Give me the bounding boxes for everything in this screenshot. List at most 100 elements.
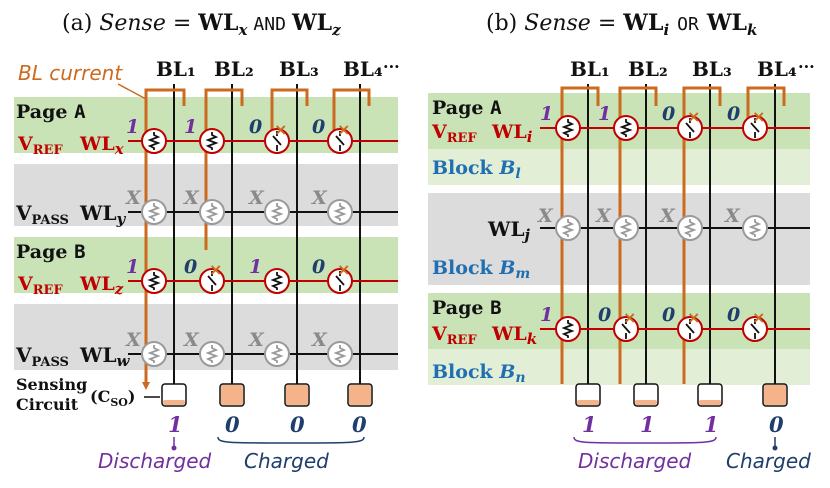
sense-amp-charge	[635, 400, 657, 405]
charged-label-b: Charged	[726, 449, 811, 473]
cell-b-i-4: ×0	[727, 103, 768, 141]
cell-a-x-1: 1	[126, 116, 167, 154]
wl-x-label: WLx	[79, 133, 125, 158]
resistor-icon	[270, 345, 284, 363]
vref-label-z: VREF	[17, 273, 63, 298]
discharged-dot	[171, 445, 177, 451]
cell-bit: 0	[249, 116, 262, 138]
cell-bit: X	[183, 187, 200, 209]
circuit-label: Circuit	[16, 395, 79, 414]
cell-a-w-4: X	[311, 329, 353, 367]
bitline-ellipsis-b: ···	[798, 57, 815, 76]
page-b-label: Page B	[16, 241, 86, 263]
cell-bit: 0	[312, 116, 325, 138]
vpass-label-w: VPASS	[15, 343, 69, 370]
wl-w-label: WLw	[79, 343, 131, 370]
switch-icon	[685, 122, 695, 133]
resistor-icon	[147, 345, 161, 363]
switch-icon	[335, 275, 345, 286]
charged-dot	[772, 445, 778, 451]
page-a-label-b: Page A	[432, 97, 502, 119]
switch-icon	[750, 122, 760, 133]
bitline-label-3: BL₃	[279, 57, 319, 81]
resistor-icon	[333, 203, 347, 221]
resistor-icon	[561, 219, 575, 237]
cell-a-y-1: X	[125, 187, 167, 225]
bitline-label-b1: BL₁	[570, 57, 610, 81]
output-a-3: 0	[290, 412, 305, 437]
cell-bit: X	[248, 329, 265, 351]
output-b-1: 1	[582, 412, 597, 437]
cell-a-y-4: X	[311, 187, 353, 225]
vpass-label-y: VPASS	[15, 201, 69, 228]
block-x-icon: ×	[752, 107, 765, 126]
block-l-label: Block Bl	[432, 157, 521, 182]
cell-a-y-2: X	[183, 187, 225, 225]
resistor-icon	[205, 345, 219, 363]
output-b-4: 0	[769, 412, 784, 437]
cell-a-w-2: X	[183, 329, 225, 367]
cell-b-k-2: ×0	[598, 304, 639, 342]
bitline-label-b3: BL₃	[692, 57, 732, 81]
bitline-label-1: BL₁	[156, 57, 196, 81]
resistor-icon	[619, 119, 633, 137]
cell-b-j-mark: X	[595, 205, 612, 227]
sense-amp-charge	[286, 385, 308, 405]
sense-amp-charge	[349, 385, 371, 405]
resistor-icon	[270, 272, 284, 290]
bitline-label-4: BL₄	[343, 57, 383, 81]
vref-label-x: VREF	[17, 133, 63, 158]
cell-b-i-3: ×0	[662, 103, 703, 141]
discharged-label-b: Discharged	[578, 449, 692, 473]
discharged-brace	[573, 436, 717, 444]
block-x-icon: ×	[209, 260, 222, 279]
sense-amp-b-1	[575, 383, 601, 407]
cell-bit: 0	[727, 103, 740, 125]
resistor-icon	[147, 272, 161, 290]
cell-a-w-1: X	[125, 329, 167, 367]
charged-label-a: Charged	[244, 449, 329, 473]
cell-b-i-2: 1	[598, 103, 639, 141]
block-m-label: Block Bm	[432, 257, 530, 282]
switch-icon	[750, 323, 760, 334]
cell-bit: X	[248, 187, 265, 209]
cell-bit: 1	[540, 103, 553, 125]
cell-b-k-3: ×0	[662, 304, 703, 342]
block-x-icon: ×	[752, 308, 765, 327]
cell-bit: X	[125, 187, 142, 209]
output-a-4: 0	[352, 412, 367, 437]
cell-b-j-1	[555, 215, 581, 241]
vref-label-i: VREF	[431, 121, 477, 146]
block-x-icon: ×	[337, 260, 350, 279]
cell-a-x-4: ×0	[312, 116, 353, 154]
resistor-icon	[561, 320, 575, 338]
sense-amp-charge	[163, 400, 185, 405]
resistor-icon	[748, 219, 762, 237]
cell-bit: X	[125, 329, 142, 351]
sense-amp-a-2	[219, 383, 245, 407]
sense-amp-charge	[577, 400, 599, 405]
cell-bit: 1	[126, 256, 139, 278]
resistor-icon	[683, 219, 697, 237]
output-b-2: 1	[640, 412, 655, 437]
sense-amp-charge	[764, 385, 786, 405]
cell-bit: 0	[598, 304, 611, 326]
cell-a-z-4: ×0	[312, 256, 353, 294]
cso-label: (CSO)	[90, 387, 135, 409]
wl-j-label: WLj	[487, 217, 531, 244]
cell-b-k-1: 1	[540, 304, 581, 342]
cell-a-x-3: ×0	[249, 116, 290, 154]
cell-b-j-mark: X	[659, 205, 676, 227]
sense-amp-b-4	[762, 383, 788, 407]
resistor-icon	[619, 219, 633, 237]
bitline-label-b2: BL₂	[628, 57, 668, 81]
cell-a-z-1: 1	[126, 256, 167, 294]
wl-k-label: WLk	[491, 323, 537, 348]
discharged-label-a: Discharged	[98, 449, 212, 473]
cell-b-i-1: 1	[540, 103, 581, 141]
cell-bit: 0	[727, 304, 740, 326]
